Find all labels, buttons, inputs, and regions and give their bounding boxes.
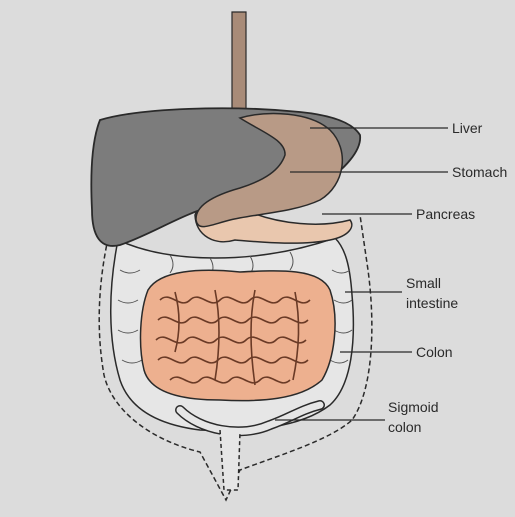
small-intestine xyxy=(141,270,336,400)
stomach-label: Stomach xyxy=(452,163,507,181)
small-intestine-label-line2: intestine xyxy=(406,294,458,312)
colon-label: Colon xyxy=(416,343,453,361)
sigmoid-colon-label-line1: Sigmoid xyxy=(388,398,439,416)
liver-label: Liver xyxy=(452,119,482,137)
rectum xyxy=(220,430,240,490)
sigmoid-colon-label-line2: colon xyxy=(388,418,421,436)
pancreas-label: Pancreas xyxy=(416,205,475,223)
esophagus xyxy=(232,12,246,120)
small-intestine-label-line1: Small xyxy=(406,274,441,292)
